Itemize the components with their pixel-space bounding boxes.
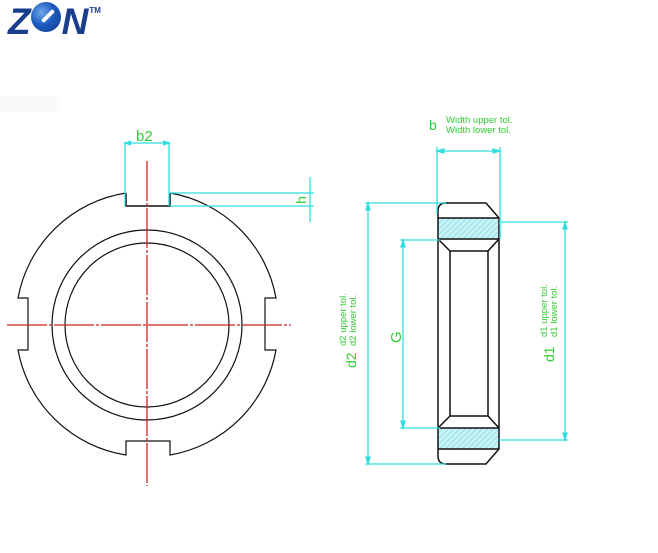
h-dimension	[170, 177, 314, 222]
h-label: h	[293, 196, 309, 204]
logo-letter-z: Z	[8, 1, 31, 42]
d1-upper-tol-label: d1 upper tol.	[539, 284, 550, 337]
d1-label: d1	[541, 346, 557, 362]
logo-globe-icon	[30, 2, 61, 32]
section-outline	[437, 202, 500, 465]
outer-ring-outline	[17, 192, 277, 456]
top-hatch	[438, 218, 499, 239]
logo-trademark: TM	[89, 6, 101, 15]
g-dimension	[400, 237, 440, 431]
b2-label: b2	[136, 128, 153, 145]
width-lower-tol-label: Width lower tol.	[446, 125, 511, 136]
d2-upper-tol-label: d2 upper tol.	[338, 293, 349, 346]
width-upper-tol-label: Width upper tol.	[446, 115, 513, 126]
top-slot-bottom	[125, 193, 171, 207]
front-view: b2 h	[7, 128, 314, 486]
g-label: G	[388, 331, 405, 343]
d1-dimension	[499, 219, 568, 443]
bottom-hatch	[438, 428, 499, 449]
zen-logo: Z N TM	[8, 2, 101, 42]
faint-background-box	[0, 96, 60, 112]
d2-lower-tol-label: d2 lower tol.	[348, 295, 359, 346]
d2-label: d2	[343, 352, 359, 368]
b-label: b	[429, 117, 437, 133]
b2-dimension	[122, 140, 172, 206]
d1-lower-tol-label: d1 lower tol.	[549, 286, 560, 337]
section-view: b Width upper tol. Width lower tol. d2 d…	[338, 115, 568, 467]
logo-letter-n: N	[61, 1, 89, 42]
d2-dimension	[365, 200, 446, 467]
